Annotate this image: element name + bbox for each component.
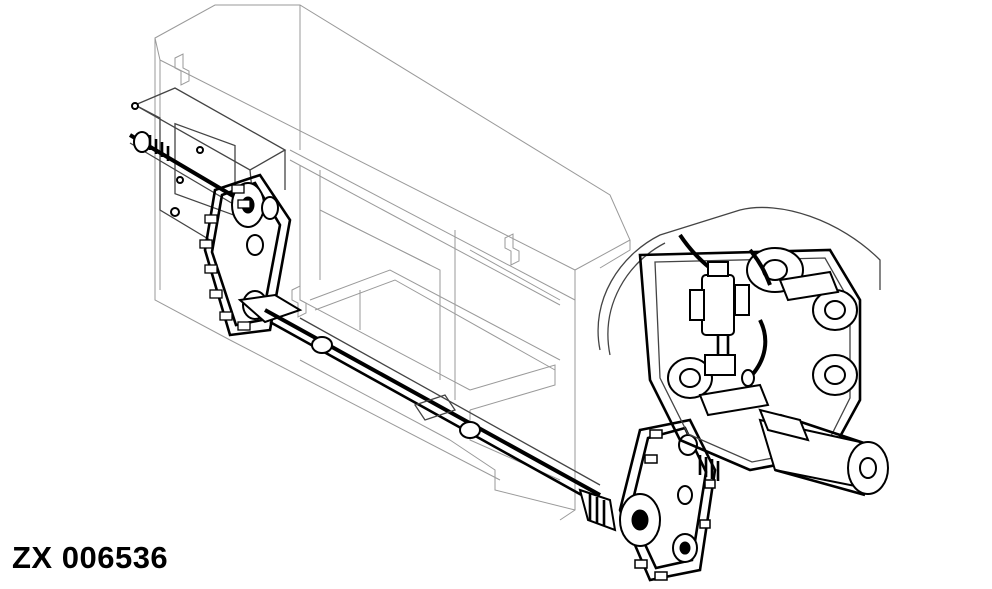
machine-frame xyxy=(154,4,631,521)
right-sprocket-chain xyxy=(618,418,717,582)
output-cylinder xyxy=(698,408,889,497)
figure-code: ZX 006536 xyxy=(12,540,169,575)
valve-actuator xyxy=(689,261,755,387)
left-sprocket-chain xyxy=(199,173,292,337)
gearbox-housing xyxy=(597,206,881,472)
upper-left-shaft xyxy=(128,131,242,209)
left-housing-box xyxy=(131,87,287,241)
main-drive-shaft xyxy=(237,293,617,532)
